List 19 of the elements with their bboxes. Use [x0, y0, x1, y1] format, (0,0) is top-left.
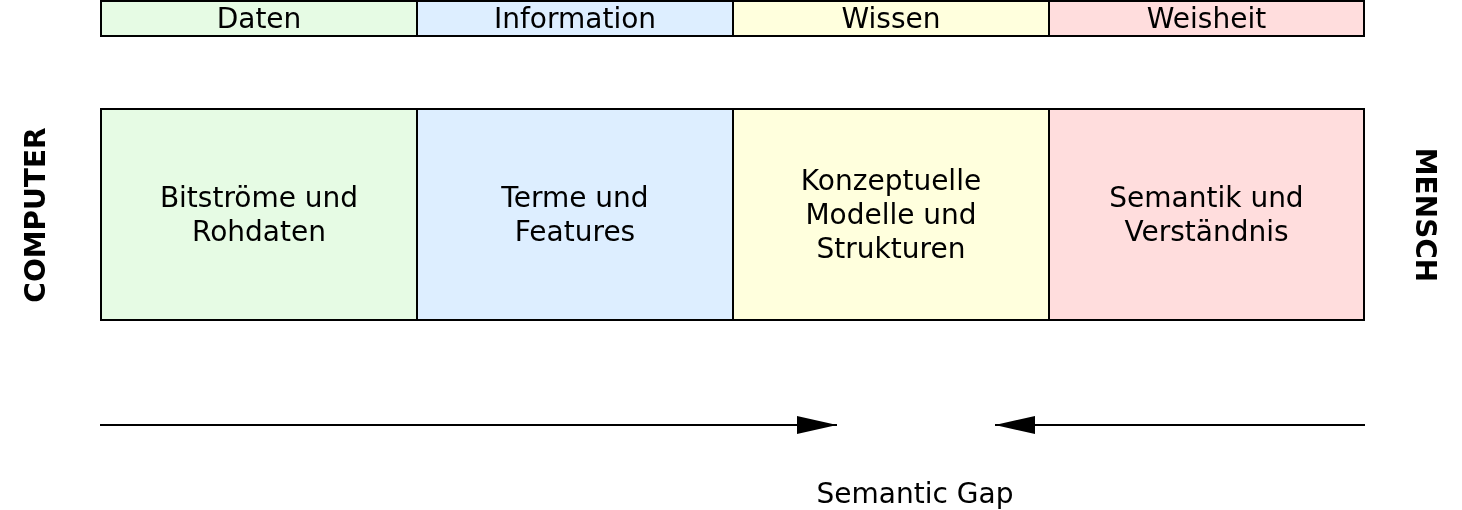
concept-text: Konzeptuelle Modelle und Strukturen — [799, 163, 983, 266]
side-label: COMPUTER — [18, 127, 52, 303]
concept-text: Semantik und Verständnis — [1108, 180, 1305, 249]
band-title: Information — [493, 1, 657, 36]
concept-text: Terme und Features — [500, 180, 650, 249]
category-band — [416, 0, 734, 37]
concept-text: Bitströme und Rohdaten — [158, 180, 360, 249]
concept-box — [416, 108, 734, 321]
band-title: Weisheit — [1146, 1, 1267, 36]
side-label: MENSCH — [1408, 147, 1442, 283]
band-title: Daten — [216, 1, 302, 36]
concept-box — [1048, 108, 1365, 321]
band-title: Wissen — [841, 1, 941, 36]
gap-label: Semantic Gap — [816, 476, 1014, 510]
concept-box — [100, 108, 418, 321]
category-band — [1048, 0, 1365, 37]
category-band — [732, 0, 1050, 37]
category-band — [100, 0, 418, 37]
concept-box — [732, 108, 1050, 321]
